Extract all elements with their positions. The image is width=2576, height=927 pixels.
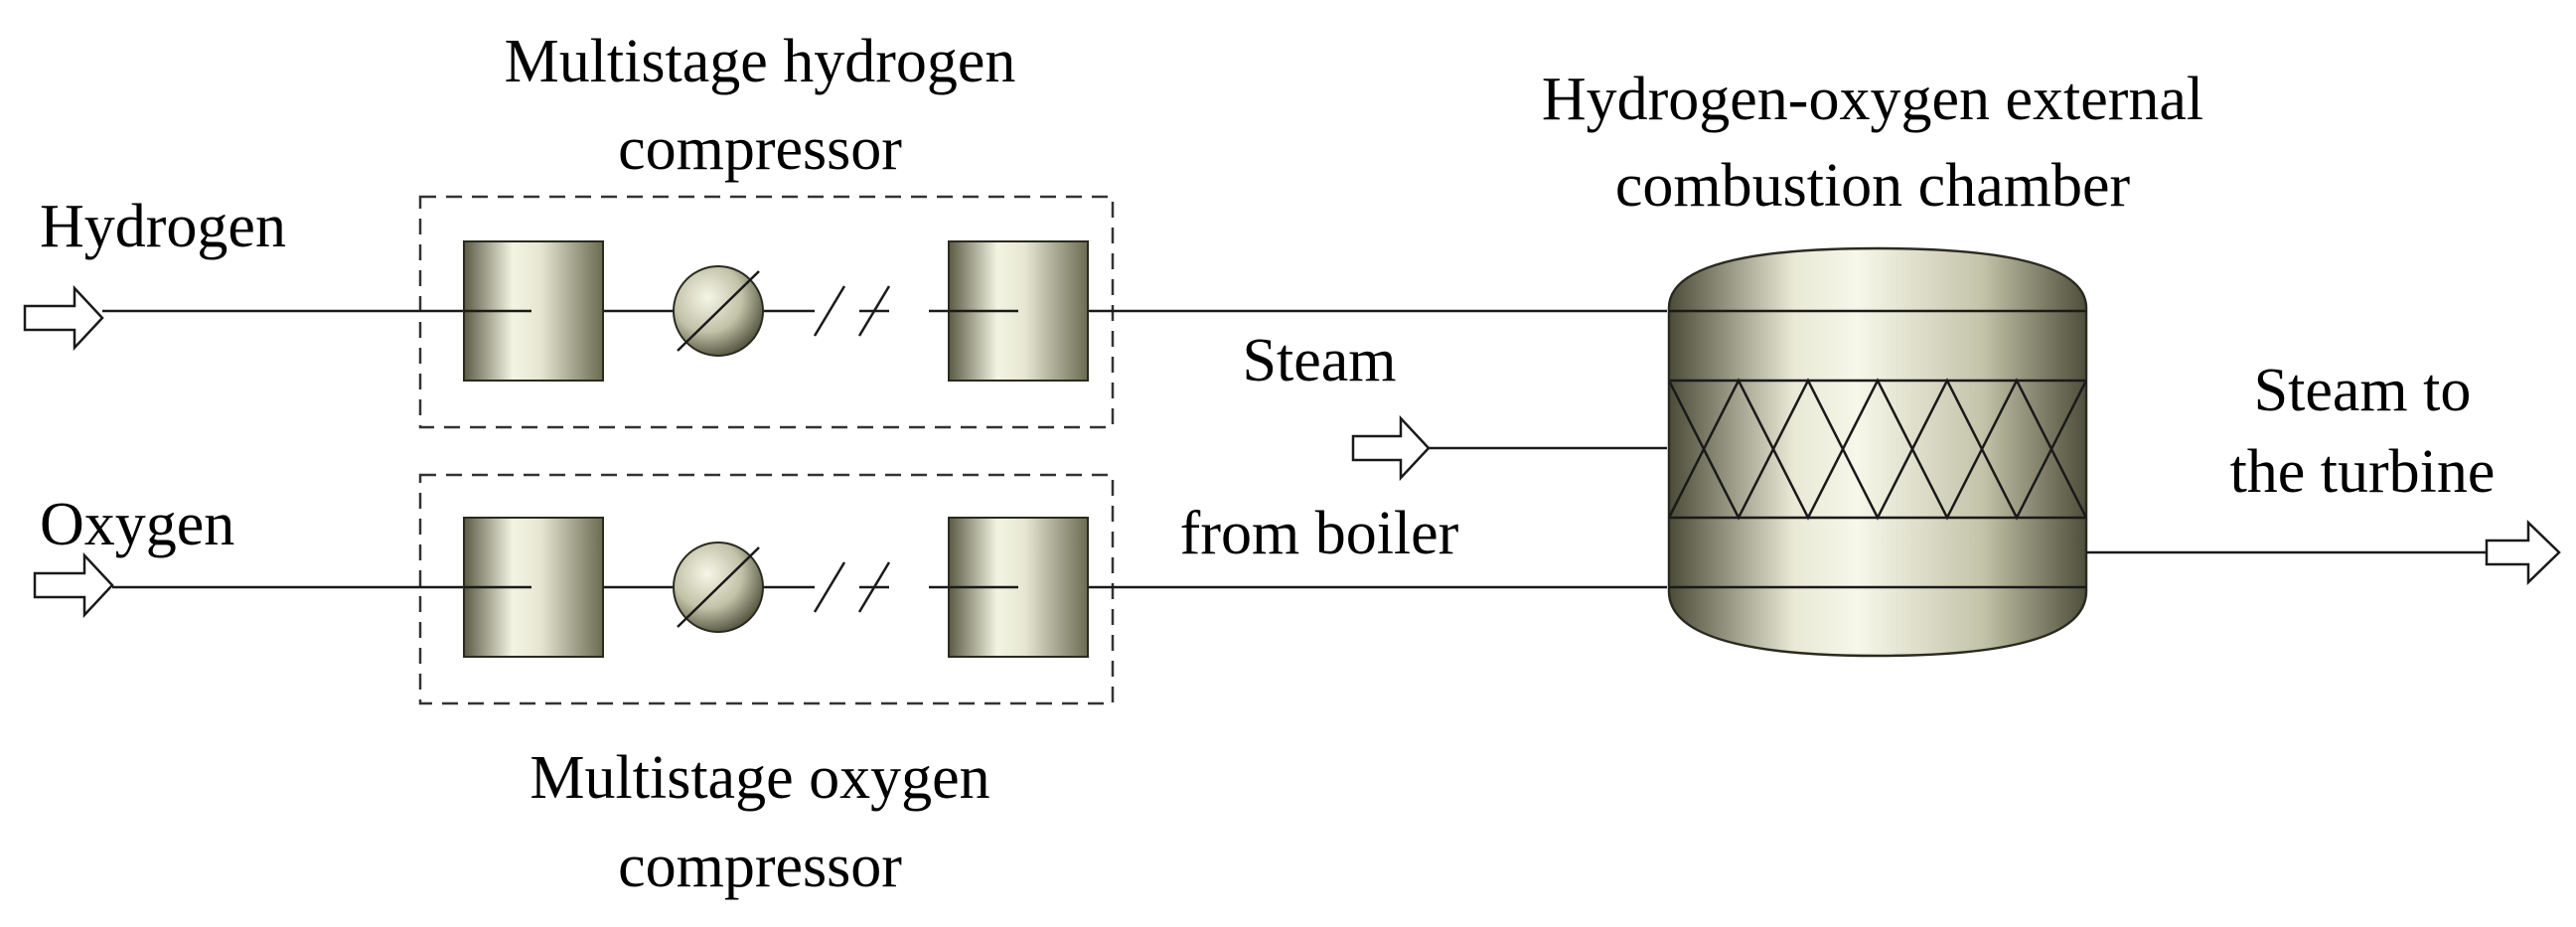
combustion-chamber-label: combustion chamber [1615,152,2131,220]
output-label: Steam to [2254,357,2472,424]
break-mark [813,561,846,613]
stream-arrow-icon [2485,520,2561,585]
stream-arrow-icon [23,284,104,352]
break-mark [813,285,846,337]
combustion-chamber-icon [1667,246,2088,658]
hydrogen-input-label: Hydrogen [40,193,286,260]
oxygen-input-label: Oxygen [40,491,234,558]
hydrogen-stream [23,284,1667,352]
steam-input-label: Steam [1243,327,1397,394]
oxygen-compressor-group [418,473,1115,705]
hydrogen-compressor-label: Multistage hydrogen [505,28,1016,95]
output-stream [2086,520,2561,585]
output-label: the turbine [2230,438,2496,506]
stream-arrow-icon [33,551,114,619]
hydrogen-compressor-label: compressor [618,115,902,183]
stream-arrow-icon [1351,414,1431,482]
oxygen-compressor-label: compressor [618,833,902,900]
break-mark [857,561,891,613]
oxygen-compressor-label: Multistage oxygen [530,744,989,812]
steam-stream [1351,414,1667,482]
combustion-chamber-label: Hydrogen-oxygen external [1542,66,2203,133]
steam-input-label: from boiler [1180,500,1459,567]
break-mark [857,285,891,337]
